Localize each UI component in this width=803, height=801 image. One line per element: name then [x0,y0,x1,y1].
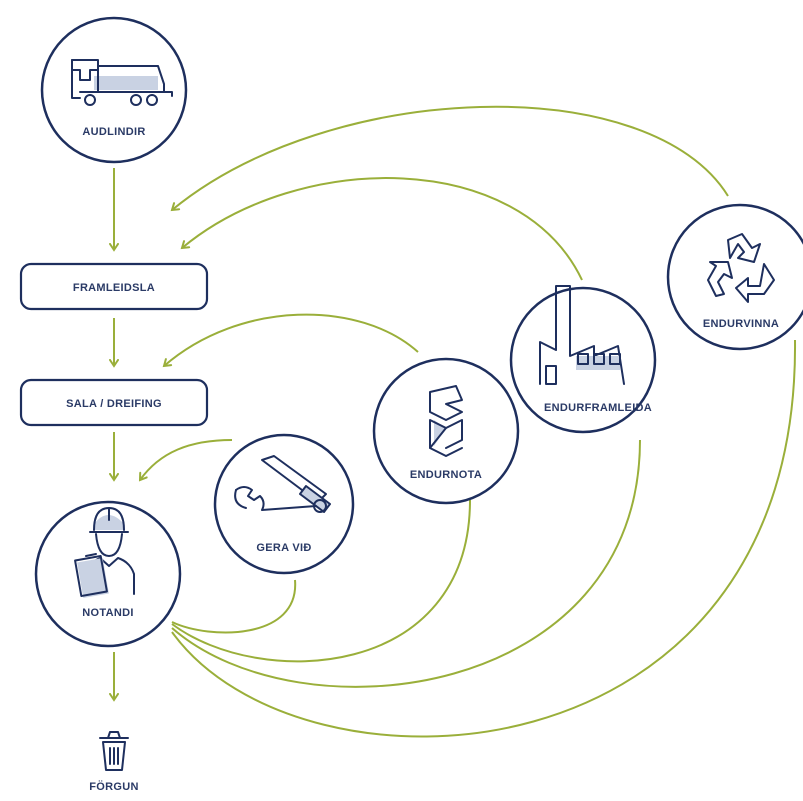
notandi-label: NOTANDI [82,607,133,619]
loop-notandi-endurnota [171,499,471,663]
loop-geravid-notandi [138,439,233,482]
node-framleidsla: FRAMLEIDSLA [19,262,209,311]
endurvinna-label: ENDURVINNA [703,318,779,330]
gera-vid-label: GERA VIÐ [256,542,311,554]
return-loops [138,105,797,738]
node-sala-dreifing: SALA / DREIFING [19,378,209,427]
loop-notandi-endurvinna [171,339,797,738]
node-gera-vid: GERA VIÐ [213,433,355,575]
sala-dreifing-label: SALA / DREIFING [66,398,162,410]
trash-icon [99,731,129,771]
loop-notandi-geravid [171,579,297,634]
loop-notandi-endurframleida [171,439,641,688]
node-forgun: FÖRGUN [89,731,138,793]
loop-endurvinna-audlindir [170,105,729,212]
endurnota-label: ENDURNOTA [410,469,482,481]
framleidsla-label: FRAMLEIDSLA [73,282,155,294]
recycle-icon [707,233,775,303]
node-endurnota: ENDURNOTA [372,357,520,505]
loop-endurnota-sala [162,313,419,368]
truck-icon [71,59,173,106]
audlindir-label: AUDLINDIR [82,126,145,138]
worker-icon [74,507,135,598]
tools-icon [234,455,331,513]
node-audlindir: AUDLINDIR [40,16,188,164]
node-endurvinna: ENDURVINNA [666,203,803,351]
factory-icon [539,285,625,385]
reuse-icon [429,385,463,457]
node-notandi: NOTANDI [34,500,182,648]
endurframleida-label: ENDURFRAMLEIDA [544,402,652,414]
loop-endurframleida-framleidsla [180,177,583,281]
node-endurframleida: ENDURFRAMLEIDA [509,285,657,434]
forgun-label: FÖRGUN [89,780,138,793]
